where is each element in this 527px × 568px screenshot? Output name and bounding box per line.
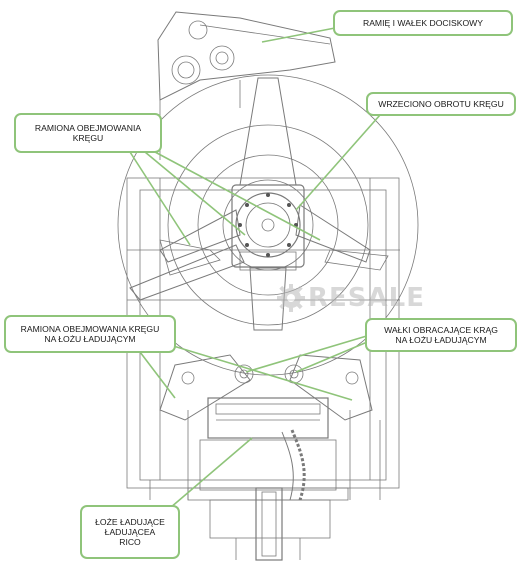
upper-blade: [239, 77, 297, 186]
callout-ramiona: RAMIONA OBEJMOWANIA KRĘGU: [14, 113, 162, 153]
leader-walki-2: [295, 339, 373, 373]
leader-ramie: [261, 27, 336, 43]
resale-watermark: RESALE: [276, 283, 425, 313]
leader-ramiona-3: [154, 151, 321, 241]
bed-column: [255, 487, 283, 561]
leader-ramiona-1: [129, 151, 191, 246]
leader-walki-1: [245, 334, 371, 373]
coil-small-circle: [197, 154, 339, 296]
gear-icon: [277, 284, 305, 312]
callout-ramiona-loze: RAMIONA OBEJMOWANIA KRĘGU NA ŁOŻU ŁADUJĄ…: [4, 315, 176, 353]
leader-ramiona-loze-2: [169, 344, 353, 401]
coil-medium-circle: [167, 124, 369, 326]
leader-ramiona-2: [144, 151, 246, 236]
cradle-right-arm: [289, 354, 373, 421]
callout-ramie: RAMIĘ I WAŁEK DOCISKOWY: [333, 10, 513, 36]
cable-chain: [290, 429, 306, 501]
leader-ramiona-loze-1: [139, 351, 176, 399]
loading-bed: [207, 397, 329, 439]
watermark-text: RESALE: [308, 283, 425, 313]
callout-loze: ŁOŻE ŁADUJĄCE ŁADUJĄCEA RICO: [80, 505, 180, 559]
roller-left: [234, 364, 254, 384]
callout-walki: WAŁKI OBRACAJĄCE KRĄG NA ŁOŻU ŁADUJĄCYM: [365, 318, 517, 352]
pressure-arm: [157, 11, 336, 101]
frame-inner: [139, 189, 387, 481]
cradle-left-arm: [159, 354, 251, 421]
left-blade-lower: [129, 244, 245, 301]
callout-wrzeciono: WRZECIONO OBROTU KRĘGU: [366, 92, 516, 116]
leader-wrzeciono: [295, 114, 381, 211]
lower-blade: [249, 267, 287, 331]
leader-loze: [169, 437, 253, 509]
